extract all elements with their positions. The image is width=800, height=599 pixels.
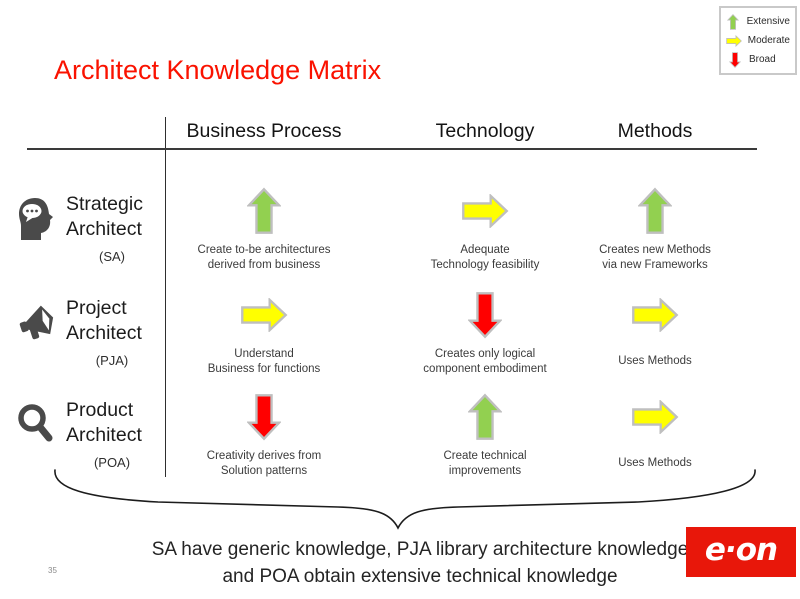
role-block: Strategic Architect (SA) (14, 192, 164, 264)
role-block: Project Architect (PJA) (14, 296, 164, 368)
cell-project-business-process: Understand Business for functions (164, 288, 364, 377)
cell-text: Understand Business for functions (207, 348, 321, 376)
legend-label: Moderate (747, 35, 790, 46)
role-texts: Product Architect (POA) (66, 398, 164, 470)
cell-product-methods: Uses Methods (555, 390, 755, 479)
role-abbr: (SA) (99, 249, 125, 264)
cell-text: Creativity derives from Solution pattern… (206, 450, 322, 478)
cell-product-technology: Create technical improvements (385, 390, 585, 479)
cell-text: Uses Methods (618, 457, 692, 470)
role-texts: Strategic Architect (SA) (66, 192, 164, 264)
knowledge-level-arrow (385, 184, 585, 238)
role-block: Product Architect (POA) (14, 398, 164, 470)
cell-text: Uses Methods (618, 355, 692, 368)
matrix-vertical-divider (165, 117, 166, 477)
eon-logo-text: e·on (704, 532, 778, 568)
megaphone-icon (19, 305, 54, 340)
knowledge-level-arrow (385, 288, 585, 342)
matrix-row-product-architect: Product Architect (POA) Creativity deriv… (0, 390, 800, 496)
moderate-right-arrow-icon (726, 33, 742, 49)
broad-down-arrow-icon (726, 51, 743, 68)
knowledge-level-arrow (385, 390, 585, 444)
thinking-head-icon (19, 198, 53, 240)
cell-product-business-process: Creativity derives from Solution pattern… (164, 390, 364, 479)
cell-text: Creates new Methods via new Frameworks (599, 244, 711, 272)
legend-item-extensive: Extensive (726, 12, 790, 31)
role-name: Project Architect (66, 297, 142, 344)
role-name: Product Architect (66, 399, 142, 446)
legend-item-moderate: Moderate (726, 31, 790, 50)
knowledge-level-arrow (164, 184, 364, 238)
knowledge-level-arrow (164, 390, 364, 444)
cell-strategic-business-process: Create to-be architectures derived from … (164, 184, 364, 273)
legend-label: Broad (749, 54, 776, 65)
knowledge-level-arrow (555, 288, 755, 342)
cell-text: Creates only logical component embodimen… (423, 348, 547, 376)
cell-project-methods: Uses Methods (555, 288, 755, 377)
matrix-row-project-architect: Project Architect (PJA) Understand Busin… (0, 288, 800, 394)
knowledge-level-arrow (164, 288, 364, 342)
cell-strategic-methods: Creates new Methods via new Frameworks (555, 184, 755, 273)
cell-strategic-technology: Adequate Technology feasibility (385, 184, 585, 273)
matrix-row-strategic-architect: Strategic Architect (SA) Create to-be ar… (0, 184, 800, 290)
summary-text: SA have generic knowledge, PJA library a… (151, 539, 689, 587)
extensive-up-arrow-icon (726, 13, 741, 30)
column-header-business-process: Business Process (186, 120, 342, 142)
legend-label: Extensive (746, 16, 790, 27)
magnifier-icon (18, 404, 53, 442)
eon-logo: e·on (686, 527, 796, 577)
column-header-technology: Technology (435, 120, 535, 142)
page-number: 35 (48, 566, 57, 575)
cell-text: Create to-be architectures derived from … (197, 244, 331, 272)
role-name: Strategic Architect (66, 193, 143, 240)
role-abbr: (PJA) (95, 353, 129, 368)
knowledge-level-arrow (555, 390, 755, 444)
cell-project-technology: Creates only logical component embodimen… (385, 288, 585, 377)
column-header-methods: Methods (617, 120, 693, 142)
slide-title: Architect Knowledge Matrix (54, 55, 382, 85)
legend-box: Extensive Moderate Broad (719, 6, 797, 75)
role-texts: Project Architect (PJA) (66, 296, 164, 368)
matrix-header-underline (27, 148, 757, 150)
knowledge-level-arrow (555, 184, 755, 238)
legend-item-broad: Broad (726, 50, 790, 69)
summary-brace (54, 469, 756, 530)
role-abbr: (POA) (93, 455, 131, 470)
cell-text: Create technical improvements (443, 450, 527, 478)
cell-text: Adequate Technology feasibility (430, 244, 540, 272)
